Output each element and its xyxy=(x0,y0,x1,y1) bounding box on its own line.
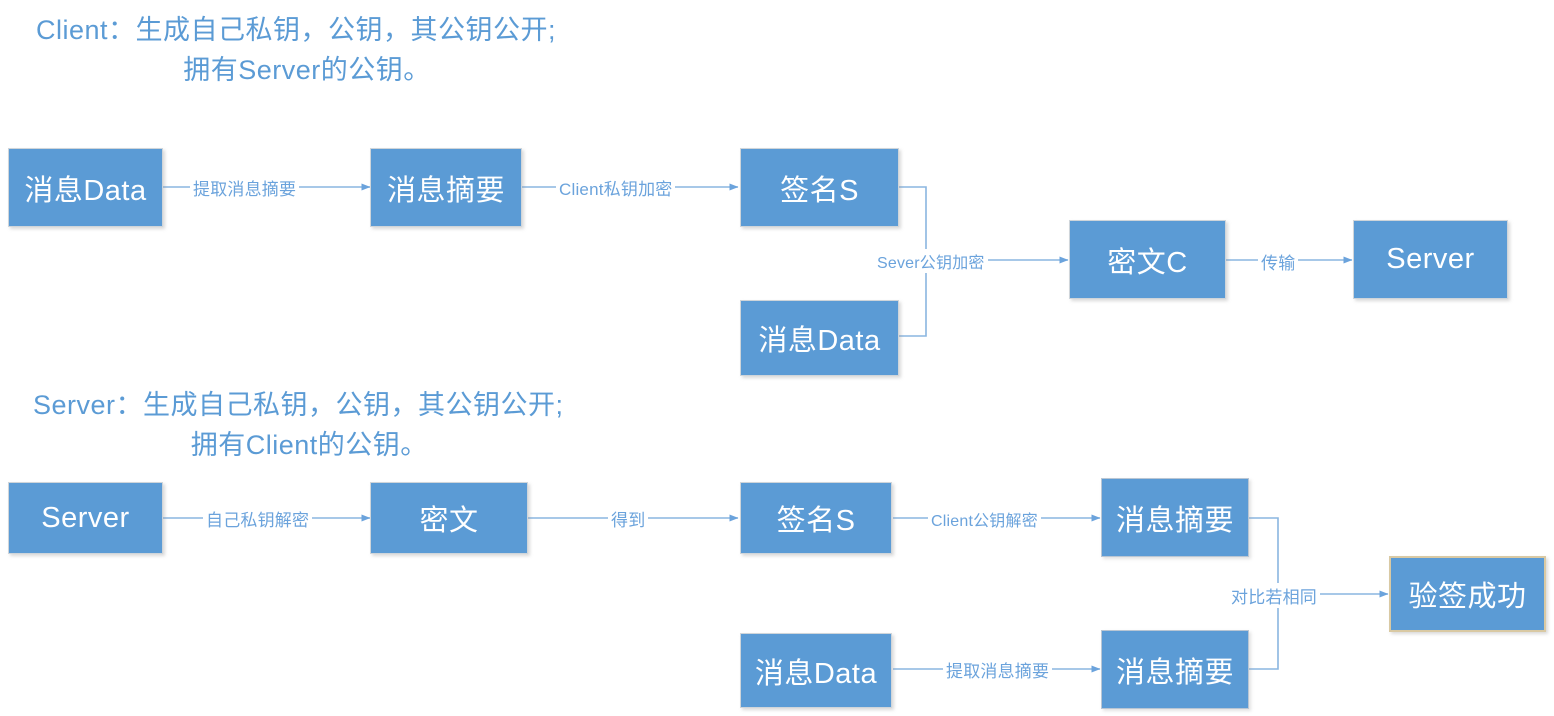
node-server-message-data[interactable]: 消息Data xyxy=(740,633,892,708)
edge-label-server-public-key-encrypt: Sever公钥加密 xyxy=(874,249,988,273)
edge-label-text: 提取消息摘要 xyxy=(193,180,297,199)
node-label: 密文C xyxy=(1107,246,1188,279)
node-client-message-data-2[interactable]: 消息Data xyxy=(740,300,899,376)
node-verify-success[interactable]: 验签成功 xyxy=(1389,556,1546,632)
node-label: 消息摘要 xyxy=(386,174,505,207)
edge-label-own-private-key-decrypt: 自己私钥解密 xyxy=(203,506,313,531)
edge-label-client-private-key-encrypt: Client私钥加密 xyxy=(556,175,676,200)
node-label: 签名S xyxy=(780,174,859,207)
node-server-digest-from-signature[interactable]: 消息摘要 xyxy=(1101,478,1249,557)
client-heading-line1: Client：生成自己私钥，公钥，其公钥公开; xyxy=(36,15,557,45)
node-label: 验签成功 xyxy=(1408,581,1527,613)
edge-label-text: 自己私钥解密 xyxy=(206,511,310,530)
client-heading-line2: 拥有Server的公钥。 xyxy=(183,55,431,85)
edge-label-extract-digest-2: 提取消息摘要 xyxy=(943,657,1053,682)
edge-label-text: Client私钥加密 xyxy=(559,180,673,199)
node-label: 密文 xyxy=(419,505,479,537)
node-client-ciphertext[interactable]: 密文C xyxy=(1069,220,1226,299)
server-heading-line2: 拥有Client的公钥。 xyxy=(190,430,428,460)
edge-label-obtain: 得到 xyxy=(608,506,649,531)
node-client-server[interactable]: Server xyxy=(1353,220,1508,299)
node-client-message-data[interactable]: 消息Data xyxy=(8,148,163,227)
edge-label-text: Client公钥解密 xyxy=(931,513,1038,530)
node-label: 消息摘要 xyxy=(1115,656,1234,689)
node-client-signature[interactable]: 签名S xyxy=(740,148,899,227)
node-server-signature[interactable]: 签名S xyxy=(740,482,892,554)
edge-label-text: 提取消息摘要 xyxy=(946,662,1050,681)
client-heading: Client：生成自己私钥，公钥，其公钥公开; 拥有Server的公钥。 xyxy=(36,10,556,90)
node-label: Server xyxy=(1386,243,1475,275)
edge-label-text: Sever公钥加密 xyxy=(877,255,985,272)
node-server-ciphertext[interactable]: 密文 xyxy=(370,482,528,554)
node-label: 消息Data xyxy=(24,174,147,207)
server-heading-line1: Server：生成自己私钥，公钥，其公钥公开; xyxy=(33,390,564,420)
edge-label-extract-digest-1: 提取消息摘要 xyxy=(190,175,300,200)
edge-label-text: 传输 xyxy=(1261,254,1296,273)
node-label: Server xyxy=(41,501,130,534)
edge-label-compare-if-same: 对比若相同 xyxy=(1228,583,1320,608)
edge-label-text: 得到 xyxy=(611,511,646,530)
edge-label-text: 对比若相同 xyxy=(1231,588,1317,607)
node-server-digest-from-data[interactable]: 消息摘要 xyxy=(1101,630,1249,709)
server-heading: Server：生成自己私钥，公钥，其公钥公开; 拥有Client的公钥。 xyxy=(33,385,564,465)
edge-label-transmit: 传输 xyxy=(1258,249,1299,274)
node-label: 签名S xyxy=(776,505,856,537)
node-label: 消息摘要 xyxy=(1115,504,1234,537)
edge-label-client-public-key-decrypt: Client公钥解密 xyxy=(928,507,1041,531)
node-client-digest[interactable]: 消息摘要 xyxy=(370,148,522,227)
node-server-server[interactable]: Server xyxy=(8,482,163,554)
node-label: 消息Data xyxy=(754,657,878,690)
node-label: 消息Data xyxy=(758,325,881,357)
